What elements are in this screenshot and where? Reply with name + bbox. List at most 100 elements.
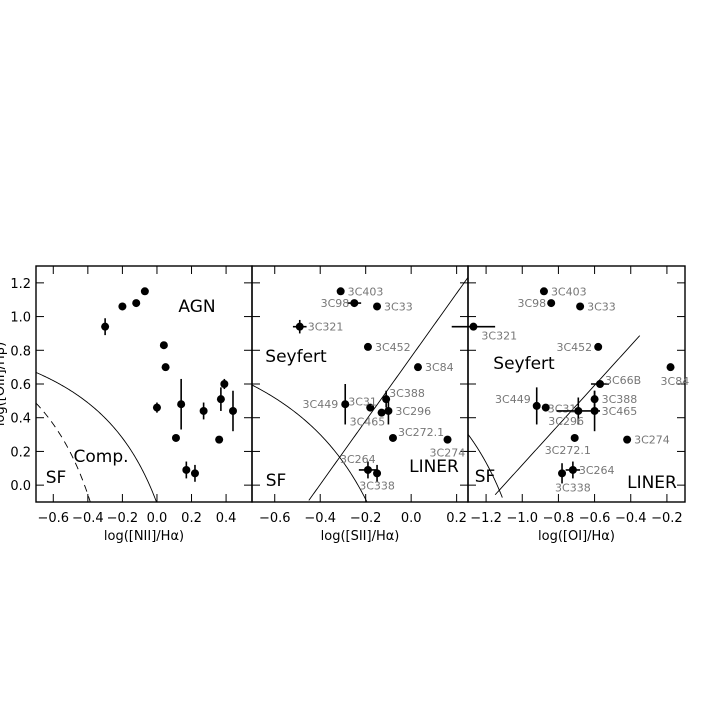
source-label: 3C264 — [340, 453, 376, 466]
x-tick-label: 0.0 — [401, 511, 422, 526]
source-label: 3C403 — [551, 285, 587, 298]
x-tick-label: −0.2 — [107, 511, 139, 526]
source-label: 3C98 — [517, 297, 546, 310]
source-label: 3C272.1 — [398, 426, 444, 439]
y-tick-label: 0.0 — [10, 479, 31, 494]
data-point — [101, 322, 110, 331]
data-point — [199, 406, 208, 415]
x-tick-label: −0.4 — [72, 511, 104, 526]
y-tick-label: 0.4 — [10, 412, 31, 427]
x-tick-label: −0.2 — [651, 511, 683, 526]
x-tick-label: −1.2 — [470, 511, 502, 526]
kewley-line — [36, 371, 157, 502]
data-point — [384, 406, 393, 415]
demarcation-lines — [252, 276, 468, 502]
source-label: 3C338 — [555, 481, 591, 494]
data-point — [594, 342, 603, 351]
source-label: 3C296 — [395, 405, 431, 418]
seyfert-liner-line — [308, 276, 468, 501]
region-label: SF — [46, 468, 67, 488]
y-axis-title: log([OIII]/Hβ) — [0, 342, 8, 426]
kewley-line — [468, 433, 503, 498]
x-axis-title: log([SII]/Hα) — [321, 529, 400, 544]
x-tick-label: −0.6 — [579, 511, 611, 526]
data-point — [366, 403, 375, 412]
x-tick-label: 0.2 — [181, 511, 202, 526]
y-tick-label: 0.2 — [10, 445, 31, 460]
source-label: 3C465 — [602, 405, 638, 418]
x-tick-label: 0.2 — [446, 511, 467, 526]
source-label: 3C296 — [548, 415, 584, 428]
data-point — [132, 299, 141, 308]
y-tick-label: 0.6 — [10, 378, 31, 393]
data-point — [118, 302, 127, 311]
data-point — [377, 408, 386, 417]
x-tick-label: −1.0 — [506, 511, 538, 526]
x-tick-label: −0.6 — [37, 511, 69, 526]
kauffmann-line — [36, 402, 91, 502]
source-label: 3C403 — [348, 285, 384, 298]
data-point — [666, 363, 675, 372]
data-point — [140, 287, 149, 296]
source-label: 3C31 — [348, 396, 377, 409]
data-point — [177, 400, 186, 409]
data-point — [363, 342, 372, 351]
source-label: 3C33 — [587, 300, 616, 313]
data-point — [161, 363, 170, 372]
source-label: 3C321 — [481, 330, 517, 343]
source-label: 3C449 — [495, 393, 531, 406]
data-point — [596, 380, 605, 388]
source-label: 3C452 — [375, 341, 411, 354]
data-point — [568, 465, 577, 474]
data-point — [469, 322, 478, 331]
demarcation-lines — [36, 371, 157, 502]
data-point — [228, 406, 237, 415]
region-label: Comp. — [73, 447, 128, 467]
data-point — [341, 400, 350, 409]
data-point — [541, 403, 550, 412]
y-tick-label: 1.0 — [10, 311, 31, 326]
region-label: Seyfert — [493, 354, 555, 374]
region-label: SF — [266, 471, 287, 491]
data-point — [350, 299, 359, 308]
x-tick-label: −0.4 — [304, 511, 336, 526]
y-tick-label: 1.2 — [10, 277, 31, 292]
source-label: 3C388 — [602, 393, 638, 406]
data-point — [547, 299, 556, 308]
panel-oi: −1.2−1.0−0.8−0.6−0.4−0.2log([OI]/Hα)Seyf… — [451, 265, 689, 544]
x-tick-label: 0.4 — [216, 511, 237, 526]
data-point — [574, 406, 583, 415]
y-tick-label: 0.8 — [10, 344, 31, 359]
x-tick-label: −0.6 — [259, 511, 291, 526]
region-label: Seyfert — [265, 347, 327, 367]
data-point — [159, 341, 168, 350]
region-label: AGN — [178, 297, 215, 317]
data-point — [363, 465, 372, 474]
data-point — [373, 469, 382, 478]
source-label: 3C321 — [308, 321, 344, 334]
data-point — [190, 469, 199, 478]
panel-sii: −0.6 −0.4 −0.2 0.0 0.2 log([SII]/Hα) SeyfertSF… — [251, 265, 469, 544]
source-label: 3C452 — [557, 341, 593, 354]
data-point — [570, 433, 579, 442]
panel-frame — [467, 265, 686, 503]
data-point — [443, 435, 452, 444]
source-label: 3C264 — [579, 464, 615, 477]
x-tick-label: −0.4 — [615, 511, 647, 526]
x-tick-label: −0.2 — [350, 511, 382, 526]
region-label: SF — [475, 467, 496, 487]
source-label: 3C449 — [303, 398, 339, 411]
data-point — [215, 435, 224, 444]
source-label: 3C465 — [350, 416, 386, 429]
region-label: LINER — [627, 473, 677, 493]
demarcation-lines — [468, 335, 641, 498]
data-point — [216, 395, 225, 404]
data-point — [623, 435, 632, 444]
source-label: 3C338 — [359, 479, 395, 492]
data-point — [576, 302, 585, 311]
data-point — [171, 433, 180, 442]
seyfert-liner-line — [494, 335, 641, 496]
region-label: LINER — [409, 457, 459, 477]
